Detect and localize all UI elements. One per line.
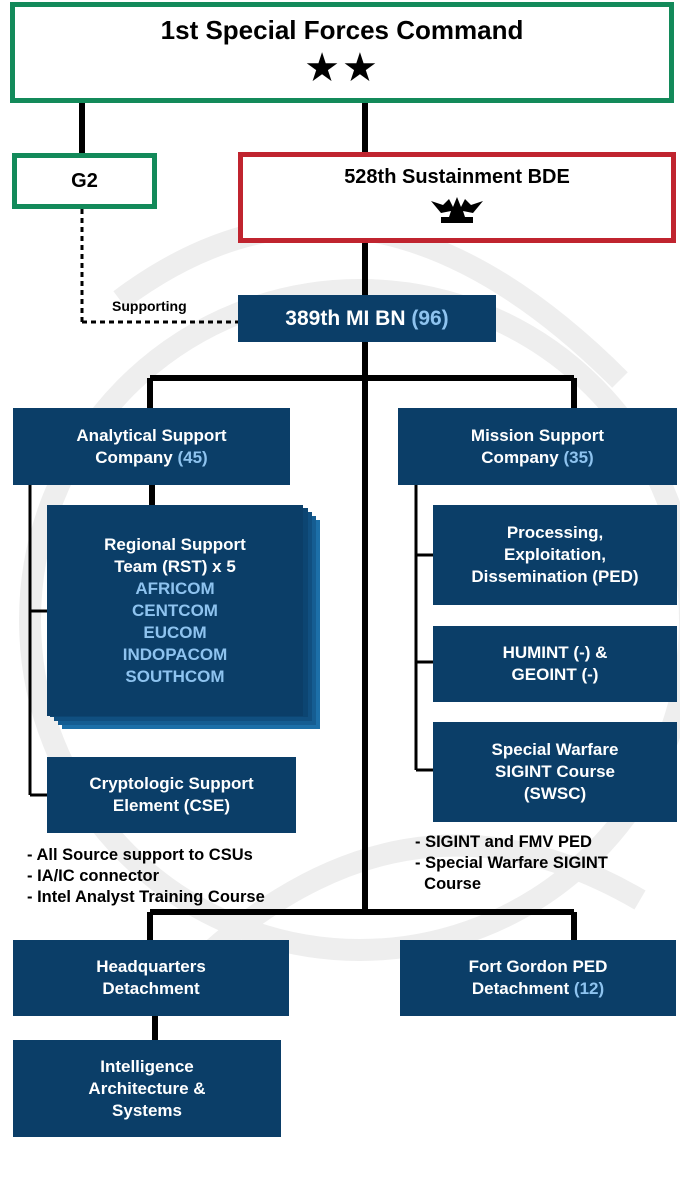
rst-line2: Team (RST) x 5 bbox=[114, 556, 236, 576]
swsc-box: Special Warfare SIGINT Course (SWSC) bbox=[433, 722, 677, 822]
humint-line1: HUMINT (-) & bbox=[502, 643, 608, 662]
g2-box: G2 bbox=[12, 153, 157, 209]
rst-command-indopacom: INDOPACOM bbox=[122, 644, 228, 664]
ped-line1: Processing, bbox=[506, 523, 604, 542]
swsc-line3: (SWSC) bbox=[523, 784, 587, 803]
mission-count: (35) bbox=[563, 447, 594, 467]
mission-note: Course bbox=[415, 875, 482, 893]
hq-line2: Detachment bbox=[102, 979, 200, 998]
rst-command-centcom: CENTCOM bbox=[132, 600, 218, 620]
rst-command-eucom: EUCOM bbox=[143, 622, 207, 642]
intel-arch-line1: Intelligence bbox=[100, 1056, 194, 1076]
rst-command-southcom: SOUTHCOM bbox=[125, 666, 225, 686]
swsc-line2: SIGINT Course bbox=[495, 762, 615, 781]
mission-line2: Company bbox=[481, 447, 559, 467]
hq-detachment-box: Headquarters Detachment bbox=[13, 940, 289, 1016]
fort-gordon-box: Fort Gordon PED Detachment (12) bbox=[400, 940, 676, 1016]
rst-command-africom: AFRICOM bbox=[135, 578, 215, 598]
command-title: 1st Special Forces Command bbox=[160, 15, 524, 45]
intel-architecture-box: Intelligence Architecture & Systems bbox=[13, 1040, 281, 1137]
intel-arch-line2: Architecture & bbox=[88, 1078, 206, 1098]
hierarchy-lines bbox=[79, 103, 577, 1040]
analytical-count: (45) bbox=[177, 447, 208, 467]
mission-notes: - SIGINT and FMV PED - Special Warfare S… bbox=[415, 832, 608, 895]
analytical-line2-wrap: Company (45) bbox=[95, 447, 207, 469]
supporting-dotted-line bbox=[80, 209, 238, 324]
ped-line2: Exploitation, bbox=[504, 545, 606, 564]
fort-gordon-line2-wrap: Detachment (12) bbox=[472, 978, 604, 1000]
humint-box: HUMINT (-) & GEOINT (-) bbox=[433, 626, 677, 702]
hq-line1: Headquarters bbox=[96, 957, 206, 976]
sustainment-title: 528th Sustainment BDE bbox=[344, 166, 570, 188]
fort-gordon-line2: Detachment bbox=[471, 979, 570, 998]
analytical-company-box: Analytical Support Company (45) bbox=[13, 408, 290, 485]
battalion-name: 389th MI BN bbox=[285, 306, 406, 330]
analytical-note: - All Source support to CSUs bbox=[27, 846, 253, 864]
mission-line2-wrap: Company (35) bbox=[481, 447, 593, 469]
eagle-insignia-icon bbox=[431, 197, 483, 223]
analytical-notes: - All Source support to CSUs - IA/IC con… bbox=[27, 845, 265, 908]
branch-lines bbox=[28, 485, 433, 797]
command-box: 1st Special Forces Command ★★ bbox=[10, 2, 674, 103]
rst-line1: Regional Support bbox=[104, 534, 246, 554]
swsc-line1: Special Warfare bbox=[491, 740, 619, 759]
cse-line1: Cryptologic Support bbox=[89, 774, 254, 793]
sustainment-bde-box: 528th Sustainment BDE bbox=[238, 152, 676, 243]
g2-label: G2 bbox=[71, 169, 98, 192]
intel-arch-line3: Systems bbox=[112, 1100, 182, 1120]
ped-line3: Dissemination (PED) bbox=[471, 567, 639, 586]
analytical-line1: Analytical Support bbox=[76, 425, 227, 445]
humint-line2: GEOINT (-) bbox=[511, 665, 599, 684]
battalion-count: (96) bbox=[411, 306, 449, 330]
analytical-line2: Company bbox=[95, 447, 173, 467]
general-stars-icon: ★★ bbox=[304, 46, 380, 90]
cse-box: Cryptologic Support Element (CSE) bbox=[47, 757, 296, 833]
mission-company-box: Mission Support Company (35) bbox=[398, 408, 677, 485]
rst-box: Regional Support Team (RST) x 5 AFRICOM … bbox=[47, 505, 303, 716]
fort-gordon-count: (12) bbox=[573, 979, 605, 998]
battalion-box: 389th MI BN (96) bbox=[238, 295, 496, 342]
analytical-note: - IA/IC connector bbox=[27, 867, 160, 885]
ped-box: Processing, Exploitation, Dissemination … bbox=[433, 505, 677, 605]
mission-note: - SIGINT and FMV PED bbox=[415, 833, 592, 851]
cse-line2: Element (CSE) bbox=[112, 796, 231, 815]
mission-note: - Special Warfare SIGINT bbox=[415, 854, 608, 872]
supporting-label: Supporting bbox=[112, 298, 187, 314]
fort-gordon-line1: Fort Gordon PED bbox=[468, 957, 608, 976]
analytical-note: - Intel Analyst Training Course bbox=[27, 888, 265, 906]
mission-line1: Mission Support bbox=[470, 425, 605, 445]
